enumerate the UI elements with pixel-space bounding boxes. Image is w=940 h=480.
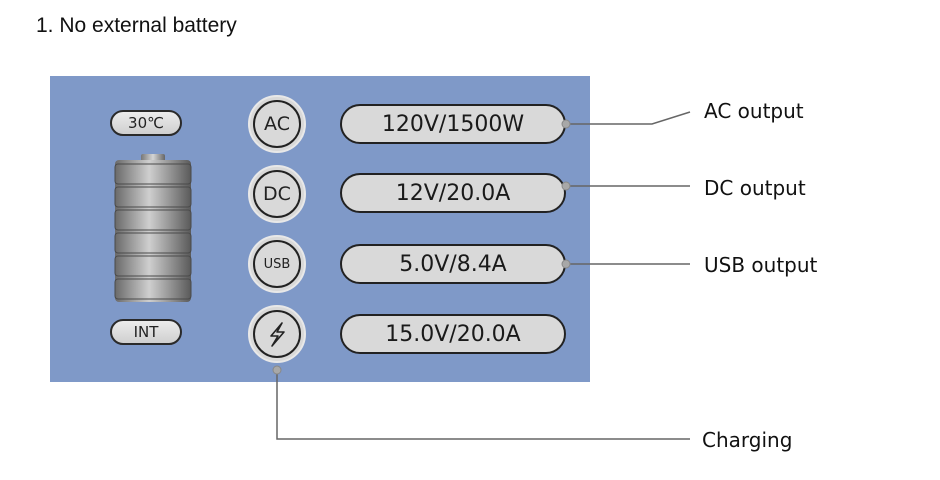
ac-leader-line	[566, 111, 691, 125]
dc-readout: 12V/20.0A	[340, 173, 566, 213]
usb-icon: USB	[248, 235, 306, 293]
mode-badge: INT	[110, 319, 182, 345]
charging-leader-dot	[272, 365, 282, 375]
usb-output-label: USB output	[704, 253, 818, 277]
page-title: 1. No external battery	[36, 14, 237, 37]
display-panel: 30℃ INT AC DC	[50, 76, 590, 382]
usb-readout: 5.0V/8.4A	[340, 244, 566, 284]
ac-icon: AC	[248, 95, 306, 153]
charging-readout: 15.0V/20.0A	[340, 314, 566, 354]
dc-icon: DC	[248, 165, 306, 223]
usb-leader-dot	[561, 259, 571, 269]
lightning-icon	[248, 305, 306, 363]
charging-label: Charging	[702, 428, 793, 452]
battery-icon	[114, 154, 192, 302]
dc-leader-dot	[561, 181, 571, 191]
ac-leader-dot	[561, 119, 571, 129]
temperature-badge: 30℃	[110, 110, 182, 136]
charging-leader-line	[276, 370, 690, 440]
ac-output-label: AC output	[704, 99, 804, 123]
dc-output-label: DC output	[704, 176, 806, 200]
